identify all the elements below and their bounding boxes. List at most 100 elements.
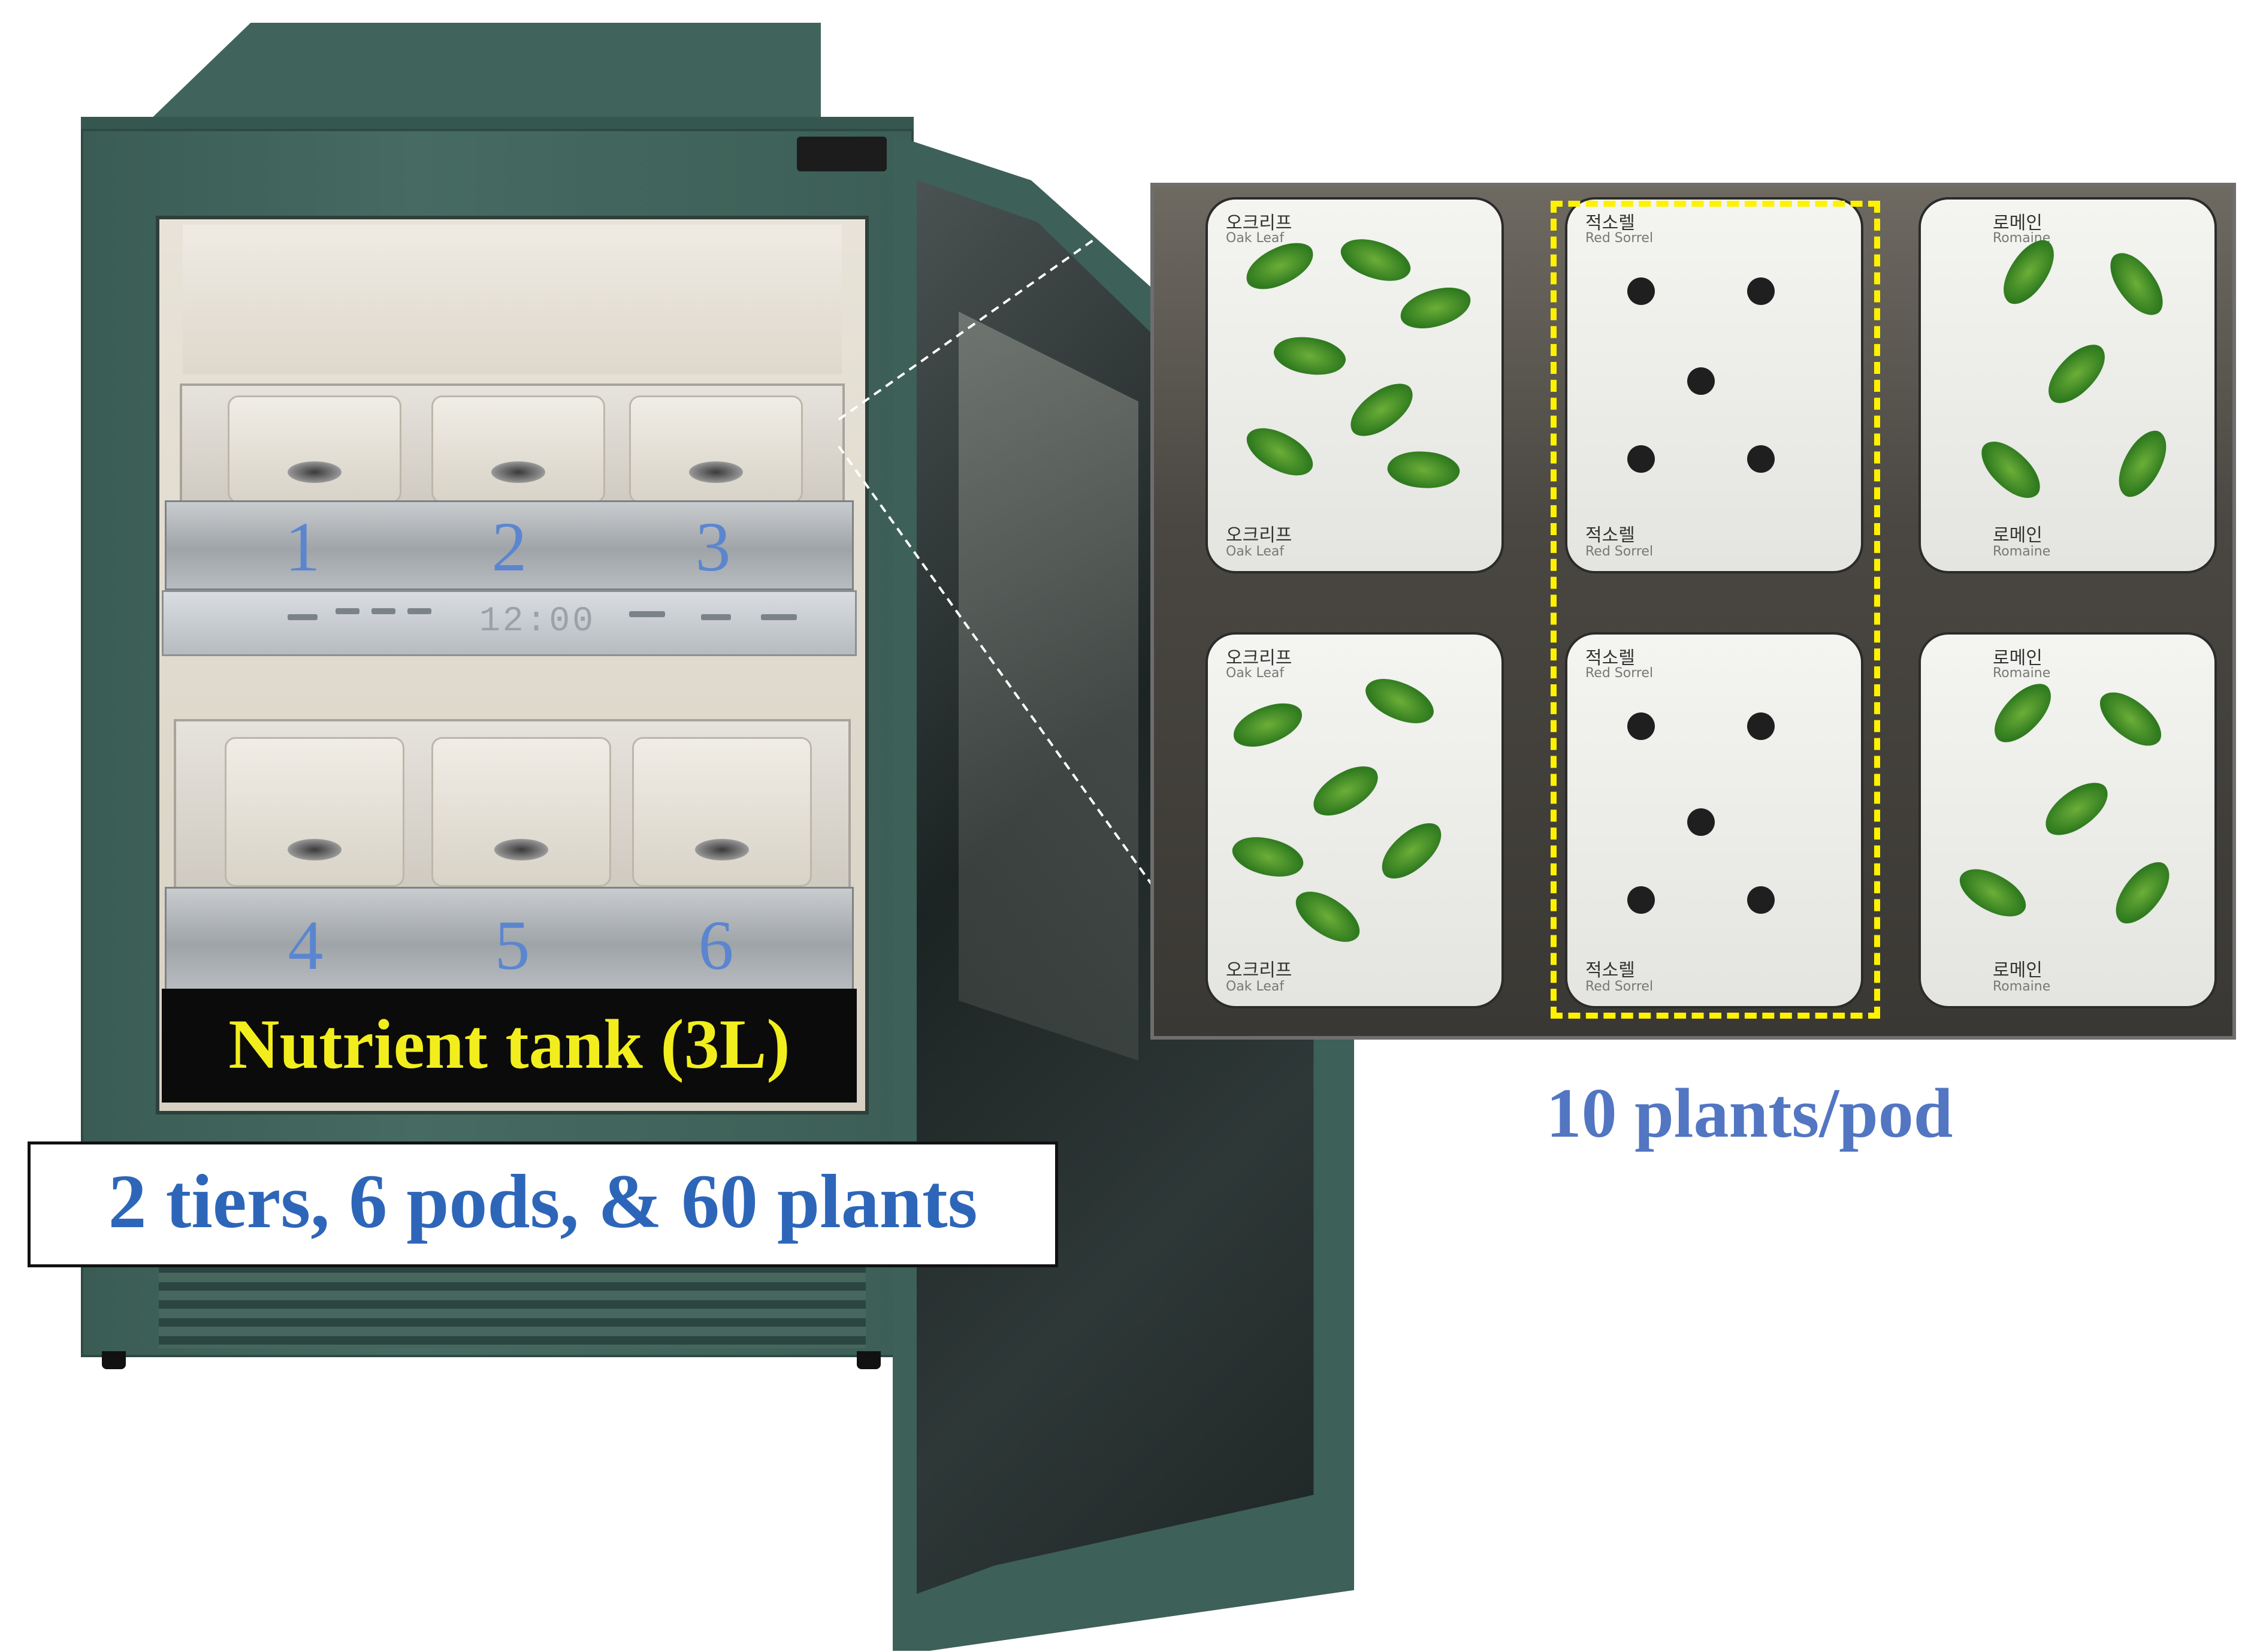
plant-leaf — [1371, 815, 1452, 887]
pod-well-4 — [225, 737, 404, 887]
plant-leaf — [2036, 775, 2117, 843]
plant-leaf — [1270, 328, 1349, 383]
cabinet-top — [134, 23, 821, 135]
pod-footer-en: Romaine — [1993, 544, 2051, 559]
plant-leaf — [1953, 857, 2033, 929]
plant-leaf — [2037, 336, 2116, 412]
tier-number-1: 1 — [285, 508, 321, 586]
panel-button-mark[interactable] — [407, 608, 431, 614]
plant-leaf — [1983, 675, 2062, 751]
control-panel — [162, 590, 857, 656]
plant-leaf — [1288, 879, 1367, 955]
plant-pod-romaine: 로메인 Romaine 로메인 Romaine — [1921, 635, 2214, 1006]
seed-hole — [1747, 886, 1775, 914]
pod-disc-1 — [288, 461, 342, 483]
zoom-line-lower — [838, 445, 1155, 888]
pod-disc-5 — [494, 839, 548, 860]
seed-hole — [1627, 712, 1655, 740]
pod-disc-2 — [491, 461, 545, 483]
pod-footer-en: Oak Leaf — [1226, 544, 1285, 559]
plant-leaf — [2092, 680, 2170, 758]
panel-button-mark[interactable] — [761, 614, 797, 620]
tier-number-5: 5 — [494, 906, 530, 984]
pod-well-5 — [431, 737, 611, 887]
plant-leaf — [1385, 445, 1463, 494]
pod-label-en: Oak Leaf — [1226, 231, 1285, 246]
interior-back-wall — [183, 225, 842, 375]
seed-hole — [1747, 277, 1775, 305]
pod-footer-ko: 오크리프 — [1226, 960, 1292, 981]
plant-leaf — [2104, 854, 2182, 932]
seed-hole — [1687, 367, 1715, 395]
nutrient-tank — [162, 989, 857, 1103]
plant-pod-red-sorrel: 적소렐 Red Sorrel 적소렐 Red Sorrel — [1567, 635, 1861, 1006]
bottom-vent — [159, 1264, 866, 1348]
summary-label-box — [28, 1141, 1058, 1267]
plant-pod-oak-leaf: 오크리프 Oak Leaf 오크리프 Oak Leaf — [1208, 200, 1501, 571]
plant-leaf — [1341, 376, 1422, 444]
cabinet-foot — [857, 1351, 881, 1369]
pod-footer-ko: 적소렐 — [1585, 525, 1635, 546]
plant-leaf — [2107, 424, 2179, 504]
plant-leaf — [1397, 283, 1475, 333]
door-hinge — [797, 137, 887, 171]
tier-number-2: 2 — [491, 508, 527, 586]
pod-label-ko: 로메인 — [1993, 648, 2043, 669]
top-tier-front — [165, 500, 854, 590]
plant-leaf — [1305, 759, 1386, 823]
zoom-line-upper — [838, 197, 1155, 421]
pod-disc-6 — [695, 839, 749, 860]
pod-footer-en: Romaine — [1993, 979, 2051, 994]
panel-button-mark[interactable] — [629, 611, 665, 617]
pod-label-en: Romaine — [1993, 666, 2051, 681]
nutrient-tank-label: Nutrient tank (3L) — [228, 1005, 790, 1083]
pod-disc-4 — [288, 839, 342, 860]
plant-leaf — [2102, 243, 2171, 325]
tier-number-3: 3 — [695, 508, 731, 586]
pod-label-ko: 로메인 — [1993, 213, 2043, 234]
cabinet-foot — [102, 1351, 126, 1369]
pod-label-en: Red Sorrel — [1585, 231, 1654, 246]
pod-footer-en: Oak Leaf — [1226, 979, 1285, 994]
seed-hole — [1747, 712, 1775, 740]
inset-photo-pods: 오크리프 Oak Leaf 오크리프 Oak Leaf 적소렐 Red Sorr… — [1150, 183, 2236, 1040]
pod-label-en: Red Sorrel — [1585, 666, 1654, 681]
pod-label-ko: 적소렐 — [1585, 648, 1635, 669]
tier-number-4: 4 — [288, 906, 324, 984]
pod-label-en: Oak Leaf — [1226, 666, 1285, 681]
seed-hole — [1747, 445, 1775, 473]
panel-button-mark[interactable] — [371, 608, 395, 614]
plant-pod-romaine: 로메인 Romaine 로메인 Romaine — [1921, 200, 2214, 571]
summary-label: 2 tiers, 6 pods, & 60 plants — [108, 1159, 978, 1244]
panel-button-mark[interactable] — [701, 614, 731, 620]
tier-number-6: 6 — [698, 906, 734, 984]
plant-pod-red-sorrel: 적소렐 Red Sorrel 적소렐 Red Sorrel — [1567, 200, 1861, 571]
pod-footer-en: Red Sorrel — [1585, 979, 1654, 994]
highlight-dashed-box — [1551, 201, 1880, 1019]
plant-leaf — [1228, 697, 1307, 753]
pod-label-ko: 오크리프 — [1226, 213, 1292, 234]
pod-footer-ko: 오크리프 — [1226, 525, 1292, 546]
panel-button-mark[interactable] — [288, 614, 318, 620]
pod-footer-en: Red Sorrel — [1585, 544, 1654, 559]
plant-leaf — [1973, 430, 2048, 509]
pod-footer-ko: 로메인 — [1993, 960, 2043, 981]
seed-hole — [1627, 445, 1655, 473]
pod-well-2 — [431, 395, 605, 503]
panel-button-mark[interactable] — [336, 608, 359, 614]
seed-hole — [1627, 886, 1655, 914]
bottom-tier-front — [165, 887, 854, 992]
plant-leaf — [1240, 416, 1320, 488]
seed-hole — [1687, 808, 1715, 836]
pod-well-6 — [632, 737, 812, 887]
plants-per-pod-label: 10 plants/pod — [1546, 1074, 1953, 1152]
pod-well-3 — [629, 395, 803, 503]
plant-leaf — [1228, 827, 1308, 887]
pod-label-ko: 적소렐 — [1585, 213, 1635, 234]
pod-label-ko: 오크리프 — [1226, 648, 1292, 669]
pod-label-en: Romaine — [1993, 231, 2051, 246]
pod-disc-3 — [689, 461, 743, 483]
door-glass-reflection — [959, 312, 1138, 1061]
plant-pod-oak-leaf: 오크리프 Oak Leaf 오크리프 Oak Leaf — [1208, 635, 1501, 1006]
seed-hole — [1627, 277, 1655, 305]
